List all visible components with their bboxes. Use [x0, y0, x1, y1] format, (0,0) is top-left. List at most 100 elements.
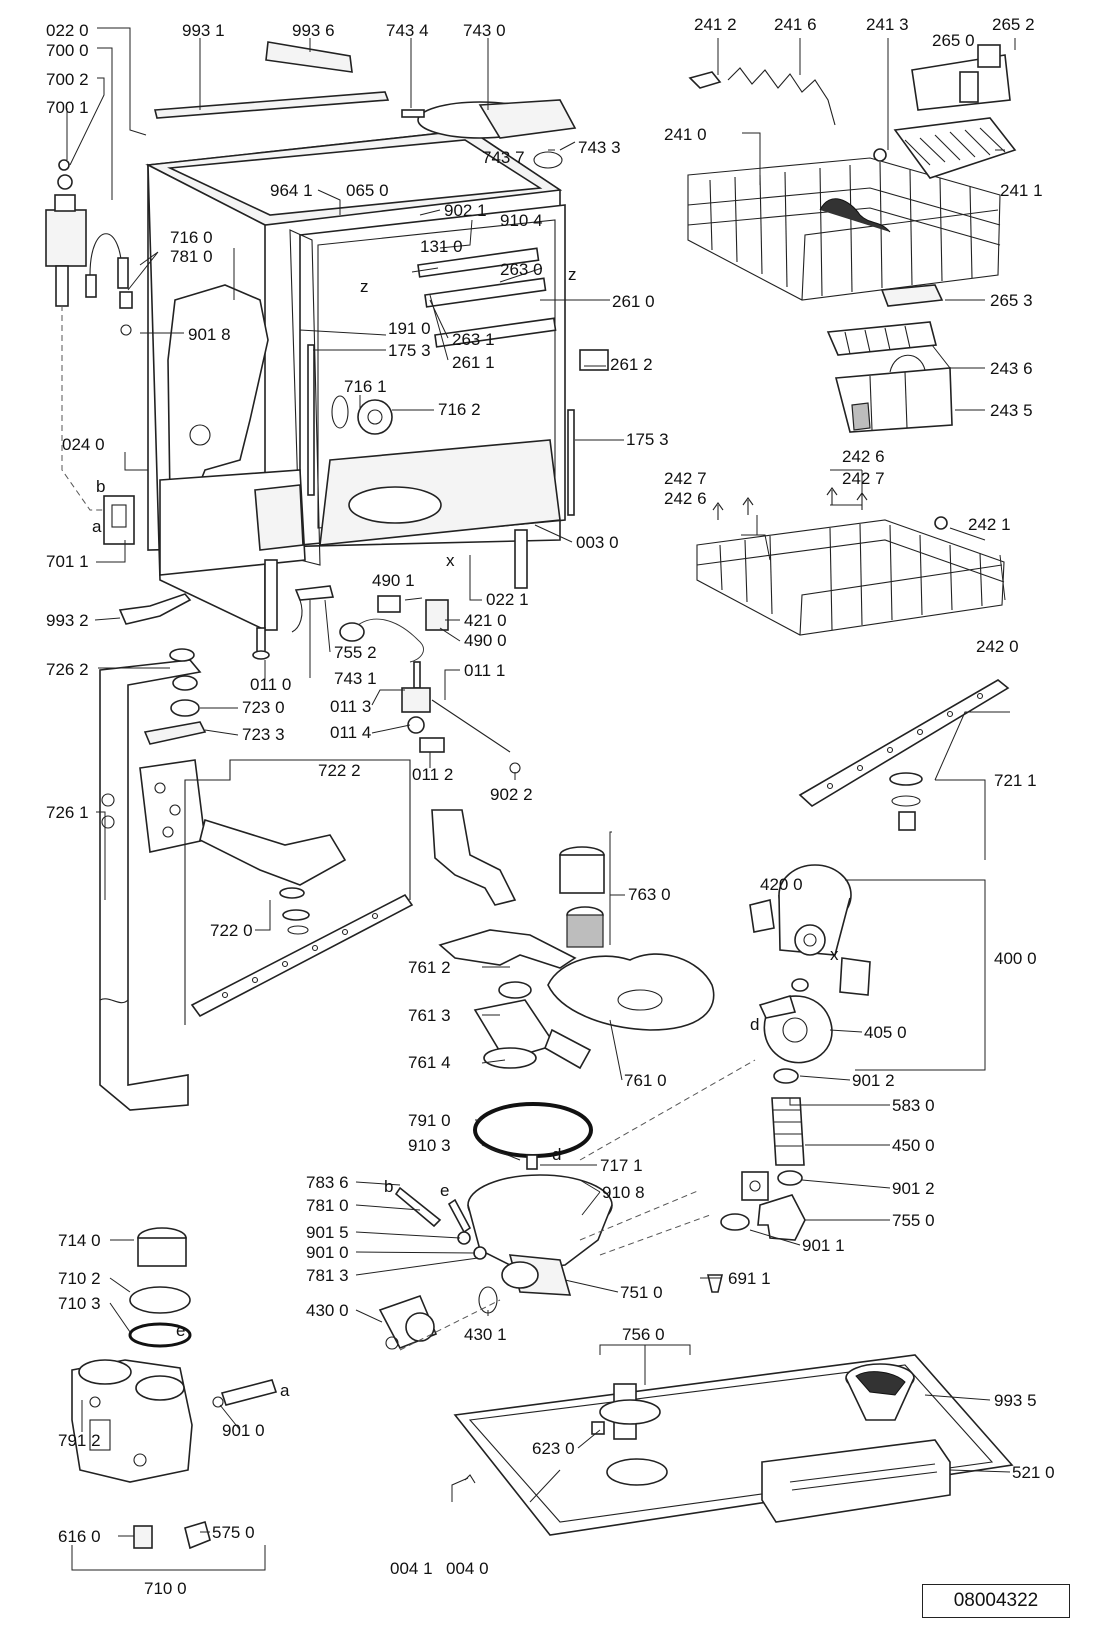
marker-x-pump: x — [830, 945, 839, 964]
label-004-1: 004 1 — [390, 1559, 433, 1578]
label-783-6: 783 6 — [306, 1173, 349, 1192]
label-241-0: 241 0 — [664, 125, 707, 144]
label-242-6-left: 242 6 — [664, 489, 707, 508]
label-993-5: 993 5 — [994, 1391, 1037, 1410]
label-022-1: 022 1 — [486, 590, 529, 609]
label-241-6: 241 6 — [774, 15, 817, 34]
circulation-pump — [706, 864, 871, 1293]
label-430-1: 430 1 — [464, 1325, 507, 1344]
lower-basket — [696, 487, 1005, 636]
label-726-1: 726 1 — [46, 803, 89, 822]
water-softener — [71, 1227, 278, 1571]
document-number: 08004322 — [922, 1584, 1070, 1618]
label-716-1: 716 1 — [344, 377, 387, 396]
label-901-1: 901 1 — [802, 1236, 845, 1255]
label-743-3: 743 3 — [578, 138, 621, 157]
connection-markers: a b z z x d d x b e e a — [92, 265, 839, 1400]
label-710-0: 710 0 — [144, 1579, 187, 1598]
label-901-2-top: 901 2 — [852, 1071, 895, 1090]
marker-d-pump: d — [750, 1015, 759, 1034]
label-716-2: 716 2 — [438, 400, 481, 419]
label-723-0: 723 0 — [242, 698, 285, 717]
label-263-1: 263 1 — [452, 330, 495, 349]
label-723-3: 723 3 — [242, 725, 285, 744]
label-901-2-bottom: 901 2 — [892, 1179, 935, 1198]
label-714-0: 714 0 — [58, 1231, 101, 1250]
label-430-0: 430 0 — [306, 1301, 349, 1320]
label-743-4: 743 4 — [386, 21, 429, 40]
label-721-1: 721 1 — [994, 771, 1037, 790]
label-901-8: 901 8 — [188, 325, 231, 344]
label-761-3: 761 3 — [408, 1006, 451, 1025]
label-011-0: 011 0 — [250, 675, 291, 694]
marker-z-left: z — [360, 277, 369, 296]
label-910-8: 910 8 — [602, 1183, 645, 1202]
label-450-0: 450 0 — [892, 1136, 935, 1155]
label-751-0: 751 0 — [620, 1283, 663, 1302]
label-901-0: 901 0 — [306, 1243, 349, 1262]
label-717-1: 717 1 — [600, 1156, 643, 1175]
label-993-2: 993 2 — [46, 611, 89, 630]
label-616-0: 616 0 — [58, 1527, 101, 1546]
label-265-3: 265 3 — [990, 291, 1033, 310]
label-004-0: 004 0 — [446, 1559, 489, 1578]
label-910-3: 910 3 — [408, 1136, 451, 1155]
label-003-0: 003 0 — [576, 533, 619, 552]
label-902-1: 902 1 — [444, 201, 487, 220]
label-761-0: 761 0 — [624, 1071, 667, 1090]
label-011-1: 011 1 — [464, 661, 505, 680]
label-726-2: 726 2 — [46, 660, 89, 679]
label-781-0-bottom: 781 0 — [306, 1196, 349, 1215]
label-241-2: 241 2 — [694, 15, 737, 34]
label-175-3-right: 175 3 — [626, 430, 669, 449]
label-242-7-left: 242 7 — [664, 469, 707, 488]
label-521-0: 521 0 — [1012, 1463, 1055, 1482]
label-575-0: 575 0 — [212, 1523, 255, 1542]
marker-b-sump: b — [384, 1177, 393, 1196]
label-756-0: 756 0 — [622, 1325, 665, 1344]
label-993-6: 993 6 — [292, 21, 335, 40]
marker-z-right: z — [568, 265, 577, 284]
marker-d-sump: d — [552, 1145, 561, 1164]
marker-b-top: b — [96, 477, 105, 496]
label-763-0: 763 0 — [628, 885, 671, 904]
label-263-0: 263 0 — [500, 260, 543, 279]
label-405-0: 405 0 — [864, 1023, 907, 1042]
label-743-1: 743 1 — [334, 669, 377, 688]
label-701-1: 701 1 — [46, 552, 89, 571]
label-791-0: 791 0 — [408, 1111, 451, 1130]
spray-pipe-assembly — [99, 648, 414, 1111]
label-131-0: 131 0 — [420, 237, 463, 256]
label-265-2: 265 2 — [992, 15, 1035, 34]
label-583-0: 583 0 — [892, 1096, 935, 1115]
marker-e-sump: e — [440, 1181, 449, 1200]
label-901-0-softener: 901 0 — [222, 1421, 265, 1440]
label-722-2: 722 2 — [318, 761, 361, 780]
label-420-0: 420 0 — [760, 875, 803, 894]
label-761-2: 761 2 — [408, 958, 451, 977]
label-901-5: 901 5 — [306, 1223, 349, 1242]
label-011-4: 011 4 — [330, 723, 371, 742]
label-902-2: 902 2 — [490, 785, 533, 804]
label-065-0: 065 0 — [346, 181, 389, 200]
label-755-0: 755 0 — [892, 1211, 935, 1230]
label-261-2: 261 2 — [610, 355, 653, 374]
label-265-0: 265 0 — [932, 31, 975, 50]
label-191-0: 191 0 — [388, 319, 431, 338]
label-243-5: 243 5 — [990, 401, 1033, 420]
marker-a-softener: a — [280, 1381, 290, 1400]
label-400-0: 400 0 — [994, 949, 1037, 968]
label-755-2: 755 2 — [334, 643, 377, 662]
label-490-0: 490 0 — [464, 631, 507, 650]
label-710-2: 710 2 — [58, 1269, 101, 1288]
upper-basket — [687, 44, 1017, 433]
label-243-6: 243 6 — [990, 359, 1033, 378]
marker-e-softener: e — [176, 1321, 185, 1340]
label-261-1: 261 1 — [452, 353, 495, 372]
label-242-1: 242 1 — [968, 515, 1011, 534]
leader-lines — [66, 27, 1016, 1537]
label-700-1: 700 1 — [46, 98, 89, 117]
label-716-0: 716 0 — [170, 228, 213, 247]
label-241-3: 241 3 — [866, 15, 909, 34]
